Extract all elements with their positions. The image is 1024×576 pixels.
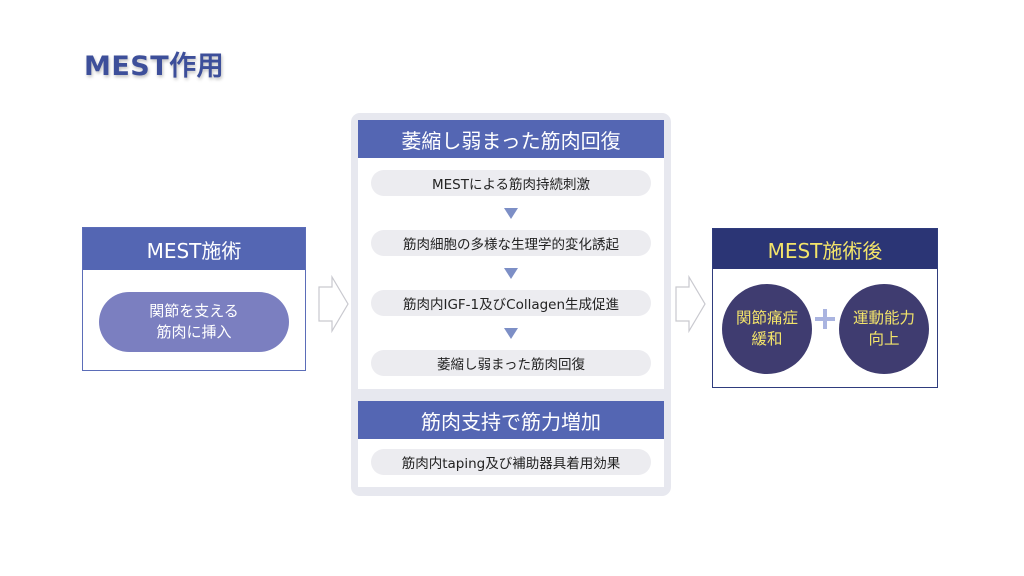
chevron-right-icon: [675, 275, 706, 333]
muscle-recovery-section: 萎縮し弱まった筋肉回復 MESTによる筋肉持続刺激 筋肉細胞の多様な生理学的変化…: [358, 120, 664, 389]
motor-ability-circle: 運動能力 向上: [839, 284, 929, 374]
step-2: 筋肉細胞の多様な生理学的変化誘起: [371, 230, 651, 256]
circle2-line-2: 向上: [868, 330, 900, 348]
circle2-line-1: 運動能力: [852, 309, 915, 327]
page-title: MEST作用: [84, 51, 225, 82]
circle1-line-1: 関節痛症: [735, 309, 798, 327]
arrow-down-icon: [504, 208, 518, 219]
treatment-description-pill: 関節を支える 筋肉に挿入: [99, 292, 289, 352]
step-4: 萎縮し弱まった筋肉回復: [371, 350, 651, 376]
plus-icon: [815, 309, 835, 329]
after-treatment-box: MEST施術後 関節痛症 緩和 運動能力 向上: [712, 228, 938, 388]
muscle-recovery-heading: 萎縮し弱まった筋肉回復: [358, 120, 664, 158]
circle1-line-2: 緩和: [751, 330, 783, 348]
process-panel: 萎縮し弱まった筋肉回復 MESTによる筋肉持続刺激 筋肉細胞の多様な生理学的変化…: [351, 113, 671, 496]
mest-treatment-box: MEST施術 関節を支える 筋肉に挿入: [82, 227, 306, 371]
pill-line-1: 関節を支える: [149, 302, 239, 320]
joint-pain-relief-circle: 関節痛症 緩和: [722, 284, 812, 374]
muscle-support-heading: 筋肉支持で筋力増加: [358, 401, 664, 439]
after-treatment-heading: MEST施術後: [713, 229, 937, 269]
muscle-support-section: 筋肉支持で筋力増加 筋肉内taping及び補助器具着用効果: [358, 401, 664, 487]
pill-line-2: 筋肉に挿入: [156, 323, 232, 341]
arrow-down-icon: [504, 328, 518, 339]
chevron-right-icon: [318, 275, 349, 333]
step-1: MESTによる筋肉持続刺激: [371, 170, 651, 196]
support-step-1: 筋肉内taping及び補助器具着用効果: [371, 449, 651, 475]
arrow-down-icon: [504, 268, 518, 279]
mest-treatment-heading: MEST施術: [83, 228, 305, 270]
step-3: 筋肉内IGF-1及びCollagen生成促進: [371, 290, 651, 316]
